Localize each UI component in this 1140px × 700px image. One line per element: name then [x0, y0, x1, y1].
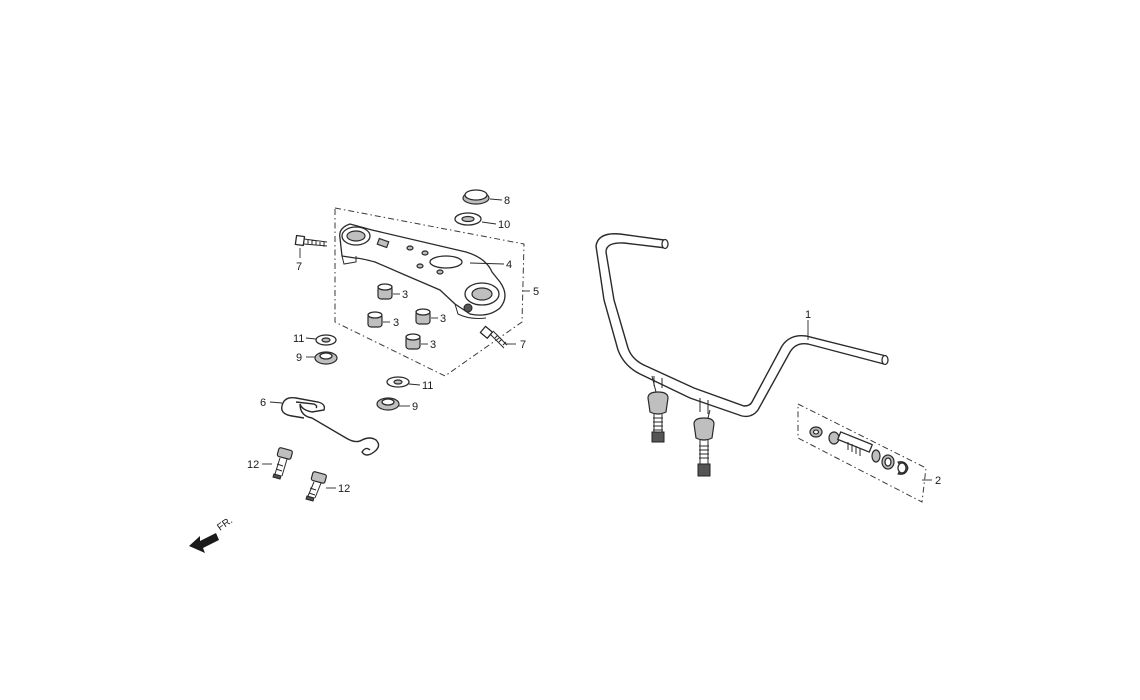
- callout-3: 3: [440, 313, 446, 325]
- bolt-7-upper: [294, 234, 328, 247]
- callout-10: 10: [498, 219, 510, 231]
- callout-labels: 1 2 3 3 3 3 4 5 6 7 7 8 9 9 10 11 11 12 …: [247, 195, 941, 495]
- cable-clip-6: [281, 396, 380, 456]
- rubber-mount-3-a: [377, 283, 393, 300]
- washer-9-left: [314, 351, 338, 365]
- rubber-mount-3-d: [405, 333, 421, 350]
- bolt-12-upper: [272, 447, 293, 480]
- callout-2: 2: [935, 475, 941, 487]
- callout-8: 8: [504, 195, 510, 207]
- front-arrow-icon: [189, 533, 219, 553]
- callout-12: 12: [338, 483, 350, 495]
- bolt-7-lower: [479, 325, 508, 349]
- washer-11-right: [386, 376, 410, 388]
- callout-5: 5: [533, 286, 539, 298]
- callout-3: 3: [393, 317, 399, 329]
- callout-7: 7: [520, 339, 526, 351]
- washer-9-right: [376, 397, 400, 411]
- cap-8: [462, 189, 490, 205]
- top-bridge: [339, 223, 506, 319]
- callout-9: 9: [296, 352, 302, 364]
- callout-3: 3: [430, 339, 436, 351]
- callout-4: 4: [506, 259, 512, 271]
- callout-9: 9: [412, 401, 418, 413]
- bar-end-weight-2: [809, 426, 909, 475]
- callout-11: 11: [422, 380, 433, 392]
- callout-11: 11: [293, 333, 304, 345]
- bolt-12-lower: [305, 471, 327, 502]
- callout-3: 3: [402, 289, 408, 301]
- rubber-mount-3-b: [415, 308, 431, 325]
- washer-11-left: [315, 334, 337, 346]
- rubber-mount-3-c: [367, 311, 383, 328]
- washer-10: [454, 212, 482, 226]
- front-label: FR.: [215, 515, 235, 533]
- callout-7: 7: [296, 261, 302, 273]
- assembly-boundary-2: [797, 403, 927, 503]
- callout-12: 12: [247, 459, 259, 471]
- callout-6: 6: [260, 397, 266, 409]
- handlebar: [595, 233, 889, 477]
- callout-1: 1: [805, 309, 811, 321]
